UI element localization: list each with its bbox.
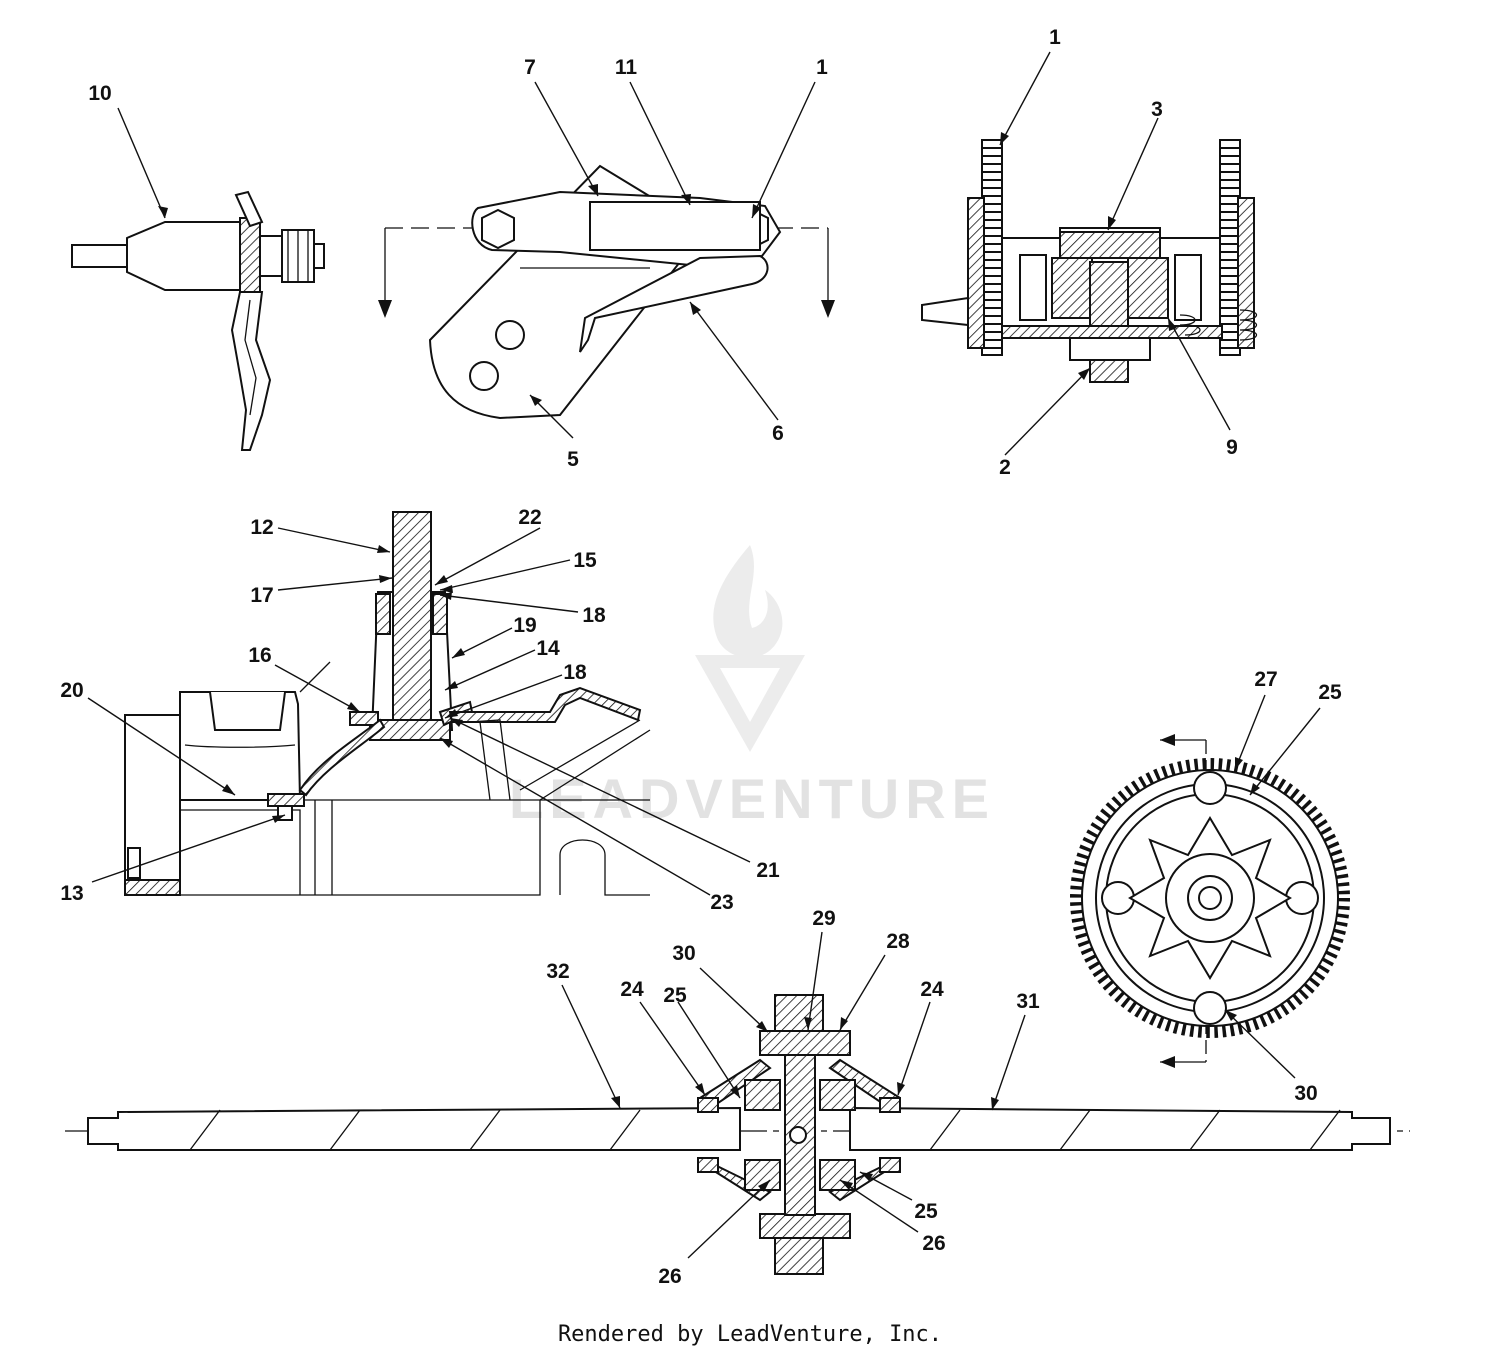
callout-15: 15	[573, 549, 597, 572]
spindle-assembly-drawing	[71, 190, 325, 451]
callout-31: 31	[1016, 990, 1040, 1013]
callout-23: 23	[710, 891, 733, 914]
v-logo-icon	[695, 655, 805, 752]
callout-19: 19	[513, 614, 536, 637]
callout-28: 28	[886, 930, 910, 953]
callout-10: 10	[88, 82, 111, 105]
callout-32: 32	[546, 960, 569, 983]
callout-26: 26	[658, 1265, 681, 1288]
axle-differential-drawing	[65, 994, 1410, 1275]
callout-1: 1	[816, 56, 828, 79]
footer-credit: Rendered by LeadVenture, Inc.	[557, 1322, 943, 1347]
housing-section-drawing	[124, 511, 651, 896]
callout-9: 9	[1226, 436, 1238, 459]
callout-22: 22	[518, 506, 541, 529]
callout-29: 29	[812, 907, 835, 930]
callout-16: 16	[248, 644, 271, 667]
callout-27: 27	[1254, 668, 1277, 691]
callout-5: 5	[567, 448, 579, 471]
callout-14: 14	[536, 637, 560, 660]
callout-25: 25	[1318, 681, 1342, 704]
callout-24: 24	[620, 978, 644, 1001]
callout-30: 30	[1294, 1082, 1317, 1105]
lever-assembly-drawing	[378, 164, 835, 420]
gear-section-drawing	[921, 139, 1258, 383]
callout-11: 11	[615, 56, 638, 79]
callout-2: 2	[999, 456, 1011, 479]
callout-26: 26	[922, 1232, 945, 1255]
callout-13: 13	[60, 882, 83, 905]
callout-24: 24	[920, 978, 944, 1001]
callout-3: 3	[1151, 98, 1163, 121]
callout-18: 18	[563, 661, 587, 684]
callout-17: 17	[250, 584, 273, 607]
callout-20: 20	[60, 679, 83, 702]
callout-25: 25	[914, 1200, 938, 1223]
leadventure-watermark: LEADVENTURE	[509, 545, 995, 830]
leader-lines	[87, 51, 1321, 1259]
callout-21: 21	[756, 859, 780, 882]
callout-1: 1	[1049, 26, 1061, 49]
callout-numbers: 10 7 11 1 5 6 1 3 2 9 12 22 15 17 18 19 …	[60, 26, 1342, 1288]
callout-6: 6	[772, 422, 784, 445]
callout-12: 12	[250, 516, 273, 539]
callout-25: 25	[663, 984, 687, 1007]
callout-30: 30	[672, 942, 695, 965]
callout-7: 7	[524, 56, 536, 79]
watermark-text: LEADVENTURE	[509, 767, 995, 830]
gear-face-drawing	[1070, 734, 1350, 1068]
callout-18: 18	[582, 604, 606, 627]
flame-icon	[713, 545, 783, 658]
